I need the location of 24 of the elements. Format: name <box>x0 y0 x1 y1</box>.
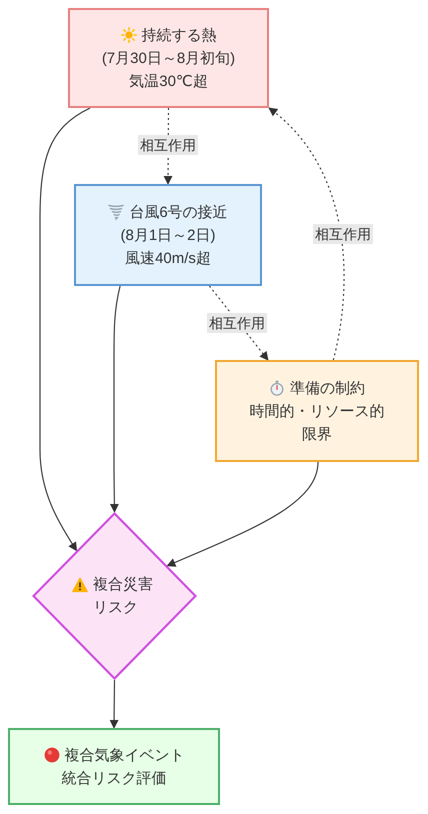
node-text: 統合リスク評価 <box>62 768 166 788</box>
edge-label: 相互作用 <box>207 313 267 333</box>
node-text: 複合災害リスク <box>93 575 154 618</box>
node-text: (8月1日～2日) <box>120 226 216 246</box>
edge-label: 相互作用 <box>138 135 198 155</box>
arrow <box>39 108 90 552</box>
process-box <box>74 184 262 286</box>
arrow <box>268 107 345 360</box>
process-box <box>215 360 419 462</box>
arrow <box>110 286 121 513</box>
arrow <box>166 462 319 567</box>
node-text: 気温30℃超 <box>129 72 208 92</box>
decision-diamond <box>32 512 197 680</box>
node-text: 台風6号の接近 <box>129 202 228 222</box>
node-text: 複合気象イベント <box>64 746 184 766</box>
node-text: 風速40m/s超 <box>125 248 211 268</box>
process-box <box>8 728 220 805</box>
arrow <box>110 680 119 729</box>
node-text: 時間的・リソース的限界 <box>248 402 386 444</box>
process-box <box>68 8 269 108</box>
node-text: 準備の制約 <box>290 378 365 398</box>
node-text: (7月30日～8月初旬) <box>102 48 236 68</box>
node-text: 持続する熱 <box>142 26 216 46</box>
edge-label: 相互作用 <box>313 224 373 244</box>
